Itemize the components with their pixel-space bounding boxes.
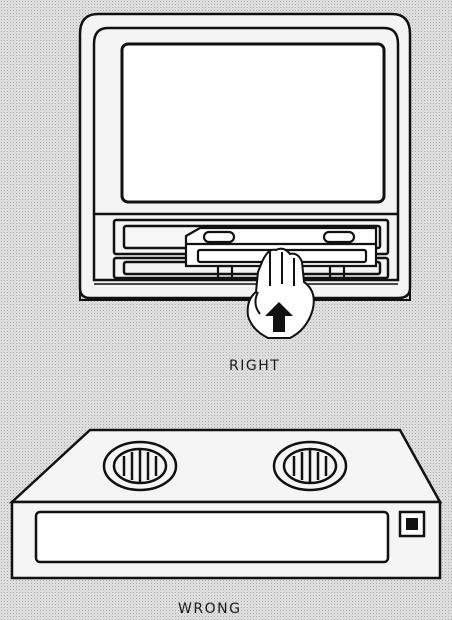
caption-wrong: WRONG bbox=[178, 601, 241, 617]
right-reel bbox=[274, 442, 346, 490]
left-reel bbox=[104, 442, 176, 490]
caption-right: RIGHT bbox=[229, 358, 280, 374]
video-cassette-icon bbox=[12, 430, 440, 578]
tv-screen bbox=[122, 44, 384, 202]
